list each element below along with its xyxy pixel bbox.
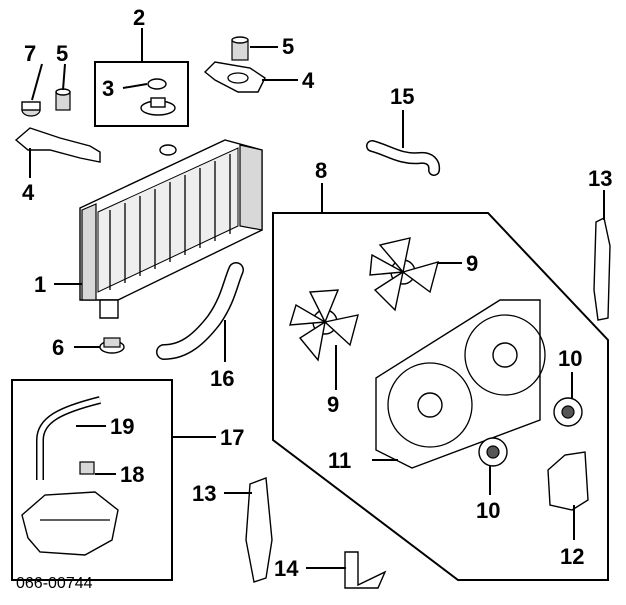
callout-6: 6 — [52, 335, 64, 360]
fan-blade-upper — [369, 237, 439, 312]
callout-13-left: 13 — [192, 481, 216, 506]
bracket-top — [203, 61, 266, 93]
callout-11: 11 — [328, 448, 351, 473]
air-baffle-right — [593, 216, 611, 321]
callout-9-lower: 9 — [327, 392, 339, 417]
radiator — [79, 139, 263, 319]
fan-shroud — [375, 299, 546, 469]
side-guide — [547, 451, 589, 511]
callout-4-left: 4 — [22, 180, 35, 205]
callout-14: 14 — [274, 556, 299, 581]
radiator-cap — [140, 97, 176, 116]
callout-3: 3 — [102, 76, 114, 101]
callout-15: 15 — [390, 84, 414, 109]
callout-7: 7 — [24, 41, 36, 66]
diagram-code: 066-00744 — [16, 575, 93, 592]
callout-12: 12 — [560, 544, 584, 569]
callout-5-top: 5 — [282, 34, 294, 59]
callout-10-right: 10 — [558, 346, 582, 371]
callout-5-left: 5 — [56, 41, 68, 66]
shroud-bracket — [344, 551, 387, 589]
fan-blade-lower — [289, 289, 359, 362]
callout-9-upper: 9 — [466, 251, 478, 276]
callout-4-top: 4 — [302, 68, 315, 93]
group-box-reservoir — [11, 379, 173, 581]
callout-2: 2 — [133, 5, 145, 30]
reservoir-cap — [79, 461, 95, 475]
bracket-left — [14, 127, 101, 163]
group-box-fan — [272, 212, 609, 581]
mount-rubber-5a — [55, 88, 71, 111]
callout-18: 18 — [120, 462, 144, 487]
cap-seal — [147, 78, 167, 90]
callout-1: 1 — [34, 272, 46, 297]
mount-rubber-7 — [21, 101, 41, 117]
fan-motor-center — [478, 437, 508, 467]
drain-plug — [99, 337, 125, 354]
air-baffle-left — [245, 477, 273, 583]
callout-8: 8 — [315, 158, 327, 183]
callout-19: 19 — [110, 414, 134, 439]
callout-13-right: 13 — [588, 166, 612, 191]
callout-10-center: 10 — [476, 498, 500, 523]
fan-motor-right — [553, 397, 583, 427]
callout-16: 16 — [210, 366, 234, 391]
callout-17: 17 — [220, 425, 244, 450]
mount-rubber-5b — [231, 36, 249, 61]
reservoir-tank — [21, 491, 119, 556]
